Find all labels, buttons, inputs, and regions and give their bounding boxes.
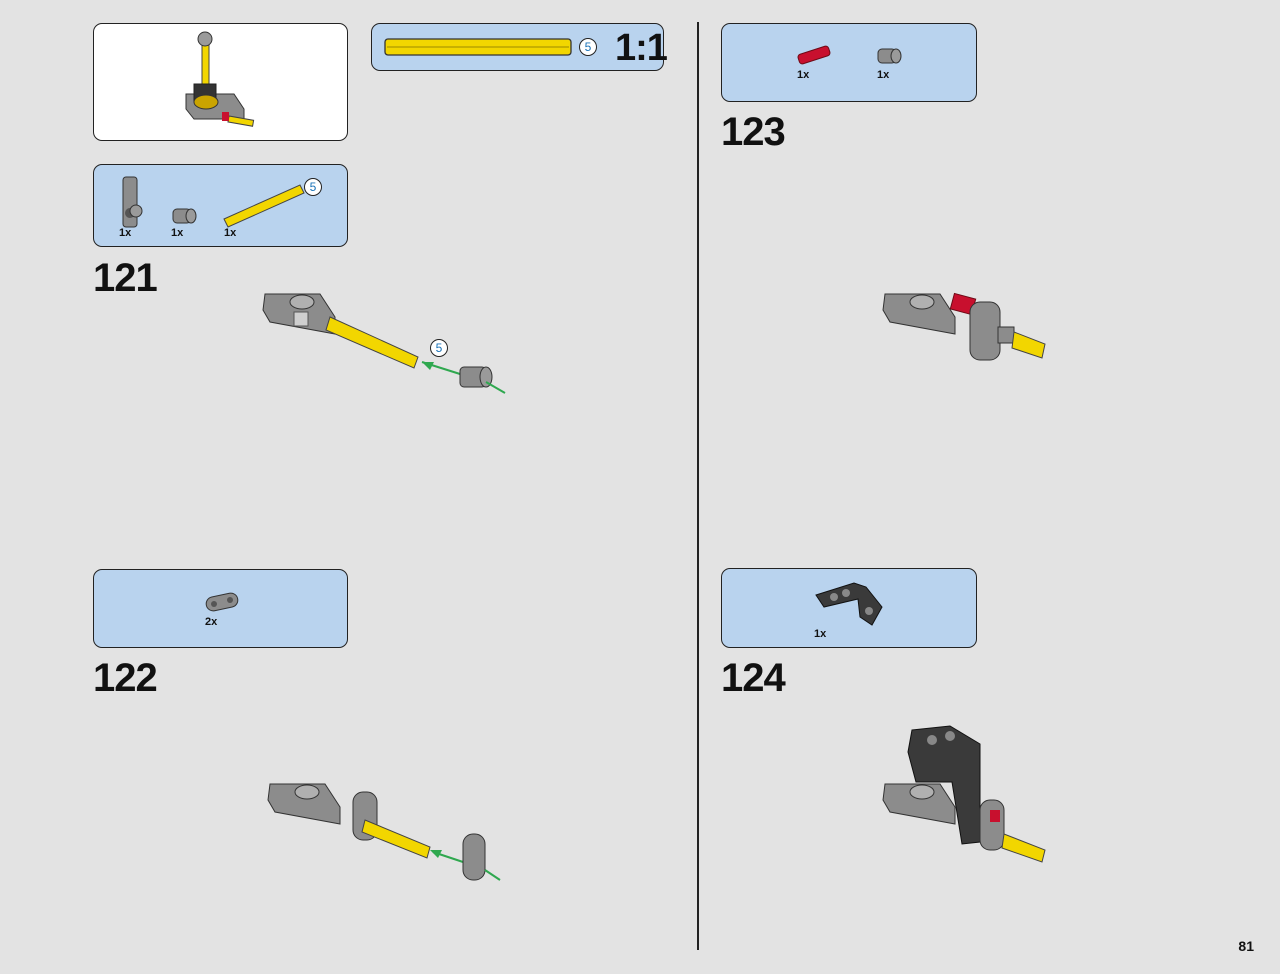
step-number: 124 [721,656,786,700]
page-number: 81 [1238,938,1254,954]
part-qty: 2x [205,616,218,628]
scale-reference-box: 5 1:1 [371,23,668,71]
part-qty: 1x [171,227,184,239]
scale-ratio: 1:1 [615,27,668,69]
axle-5-scale-icon [384,38,572,56]
red-axle-pin-icon [797,45,831,65]
step-number: 123 [721,110,786,154]
step-123-parts-callout: 1x 1x [721,23,977,102]
length-badge: 5 [304,178,322,196]
step-122-illustration [267,783,501,881]
angle-beam-icon [815,582,883,626]
subassembly-model-icon [185,31,255,127]
part-qty: 1x [224,227,237,239]
length-badge: 5 [430,339,448,357]
step-124-illustration [882,725,1046,863]
column-divider [697,22,699,950]
length-badge: 5 [579,38,597,56]
axle-5-icon [223,184,305,228]
step-number: 122 [93,656,158,700]
part-qty: 1x [877,69,890,81]
step-121-parts-callout: 1x 1x 5 1x [93,164,348,247]
step-123-illustration [882,292,1046,361]
bush-icon [877,48,902,64]
step-number: 121 [93,256,158,300]
step-121-illustration [262,293,506,394]
step-124-parts-callout: 1x [721,568,977,648]
part-qty: 1x [797,69,810,81]
bush-icon [172,208,197,224]
subassembly-preview [93,23,348,141]
part-qty: 1x [814,628,827,640]
part-qty: 1x [119,227,132,239]
liftarm-icon [205,592,239,612]
connector-icon [122,176,143,228]
step-122-parts-callout: 2x [93,569,348,648]
